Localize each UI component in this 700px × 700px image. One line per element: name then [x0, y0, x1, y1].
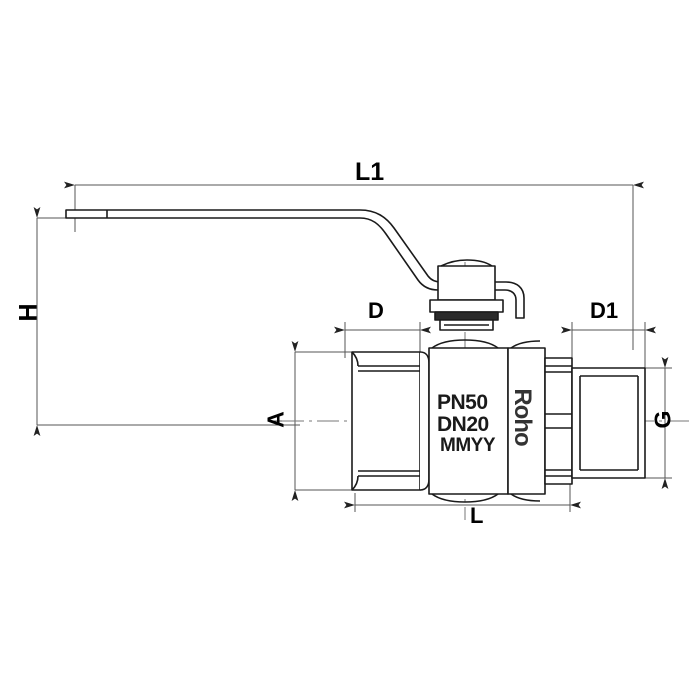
union-nut-chamfer-bottom: [510, 493, 541, 502]
stem-assembly: [429, 259, 504, 331]
dimension-lines: [33, 181, 672, 512]
stem-nut: [437, 265, 496, 301]
dimension-label-a: A: [262, 411, 289, 428]
stem-nut-chamfer: [440, 259, 493, 267]
outlet-spigot: [571, 367, 646, 479]
lever-plate: [429, 299, 504, 313]
valve-body: [351, 339, 646, 503]
inlet-socket-fillet-bottom: [351, 475, 359, 491]
dimension-label-g: G: [649, 410, 676, 429]
dimension-label-d1: D1: [590, 298, 619, 323]
dimension-label-l1: L1: [355, 158, 385, 186]
dimension-label-h: H: [14, 303, 43, 322]
inlet-collar: [419, 351, 430, 491]
union-nut-chamfer-top: [510, 340, 541, 349]
body-chamfer-bottom: [431, 493, 499, 503]
union-nut: [507, 347, 546, 495]
body-chamfer-top: [431, 339, 499, 349]
lever-handle: [65, 209, 525, 319]
gland-band: [434, 311, 499, 321]
lever-bar: [65, 209, 525, 319]
dimension-label-l: L: [470, 503, 484, 528]
brand-logo-roho: Roho: [509, 388, 536, 446]
outlet-hex-collar: [544, 357, 573, 485]
dimension-label-d: D: [368, 298, 384, 323]
body-marking-date: MMYY: [440, 435, 496, 456]
inlet-socket-fillet-top: [351, 351, 359, 367]
inlet-socket: [351, 351, 421, 491]
body-marking-pn: PN50: [437, 391, 488, 414]
body-marking-dn: DN20: [437, 413, 489, 436]
